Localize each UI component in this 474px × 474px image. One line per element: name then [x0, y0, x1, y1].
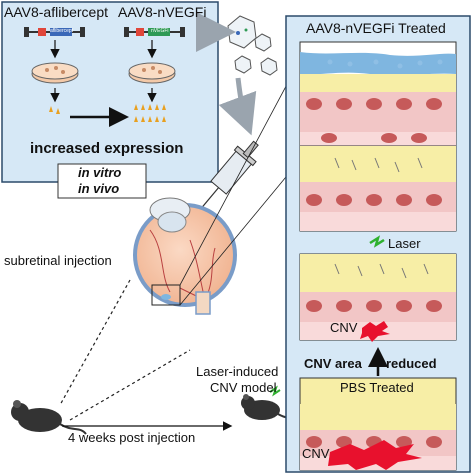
vector-label-nvegfi: AAV8-nVEGFi: [118, 4, 207, 20]
aav-particles-icon: [227, 15, 278, 76]
retina-panel-2: [299, 145, 457, 232]
petri-dish-left: [31, 62, 79, 84]
setting-in-vivo: in vivo: [78, 181, 120, 196]
control-panel: [299, 377, 457, 471]
control-panel-title: PBS Treated: [340, 380, 414, 395]
setting-box: [57, 163, 147, 199]
petri-dish-right: [128, 62, 176, 84]
retina-panel-3: [299, 253, 457, 342]
flow-arrow: [218, 77, 257, 136]
dotted-connector: [69, 349, 191, 421]
laser-label: Laser: [388, 236, 421, 251]
vector-label-aflibercept: AAV8-aflibercept: [4, 4, 109, 20]
plasmid-nvegfi: [124, 27, 185, 37]
dotted-connector: [59, 279, 131, 406]
model-label-line2: CNV model: [210, 380, 277, 395]
retina-panel-1: [299, 41, 457, 148]
setting-in-vitro: in vitro: [78, 165, 122, 180]
protein-low: [49, 106, 60, 114]
cnv-lesion-small: [360, 321, 390, 342]
plasmid-text-aflibercept: aflibercept: [50, 28, 74, 34]
eye-diagram: [133, 197, 237, 315]
cnv-label-control: CNV: [302, 446, 330, 461]
zoom-connector: [179, 159, 301, 306]
timeline-label: 4 weeks post injection: [68, 430, 196, 445]
treated-panel-title: AAV8-nVEGFi Treated: [306, 20, 446, 36]
mouse-icon-left: [11, 400, 87, 435]
result-label-left: CNV area: [304, 356, 362, 371]
cnv-label-treated: CNV: [330, 320, 358, 335]
plasmid-aflibercept: [24, 27, 85, 37]
plasmid-text-nvegfi: nVEGFi: [151, 28, 169, 34]
protein-high: [134, 104, 166, 122]
cnv-lesion-large: [328, 440, 422, 470]
mouse-icon-right: [241, 394, 297, 423]
laser-bolt-icon: [369, 235, 385, 248]
laser-bolt-icon: [269, 385, 281, 397]
expression-result: increased expression: [30, 140, 184, 157]
result-label-right: reduced: [386, 356, 437, 371]
flow-arrow: [195, 11, 236, 52]
injection-label: subretinal injection: [4, 253, 112, 268]
model-label-line1: Laser-induced: [196, 364, 279, 379]
syringe-icon: [192, 140, 259, 219]
zoom-connector: [179, 59, 301, 286]
